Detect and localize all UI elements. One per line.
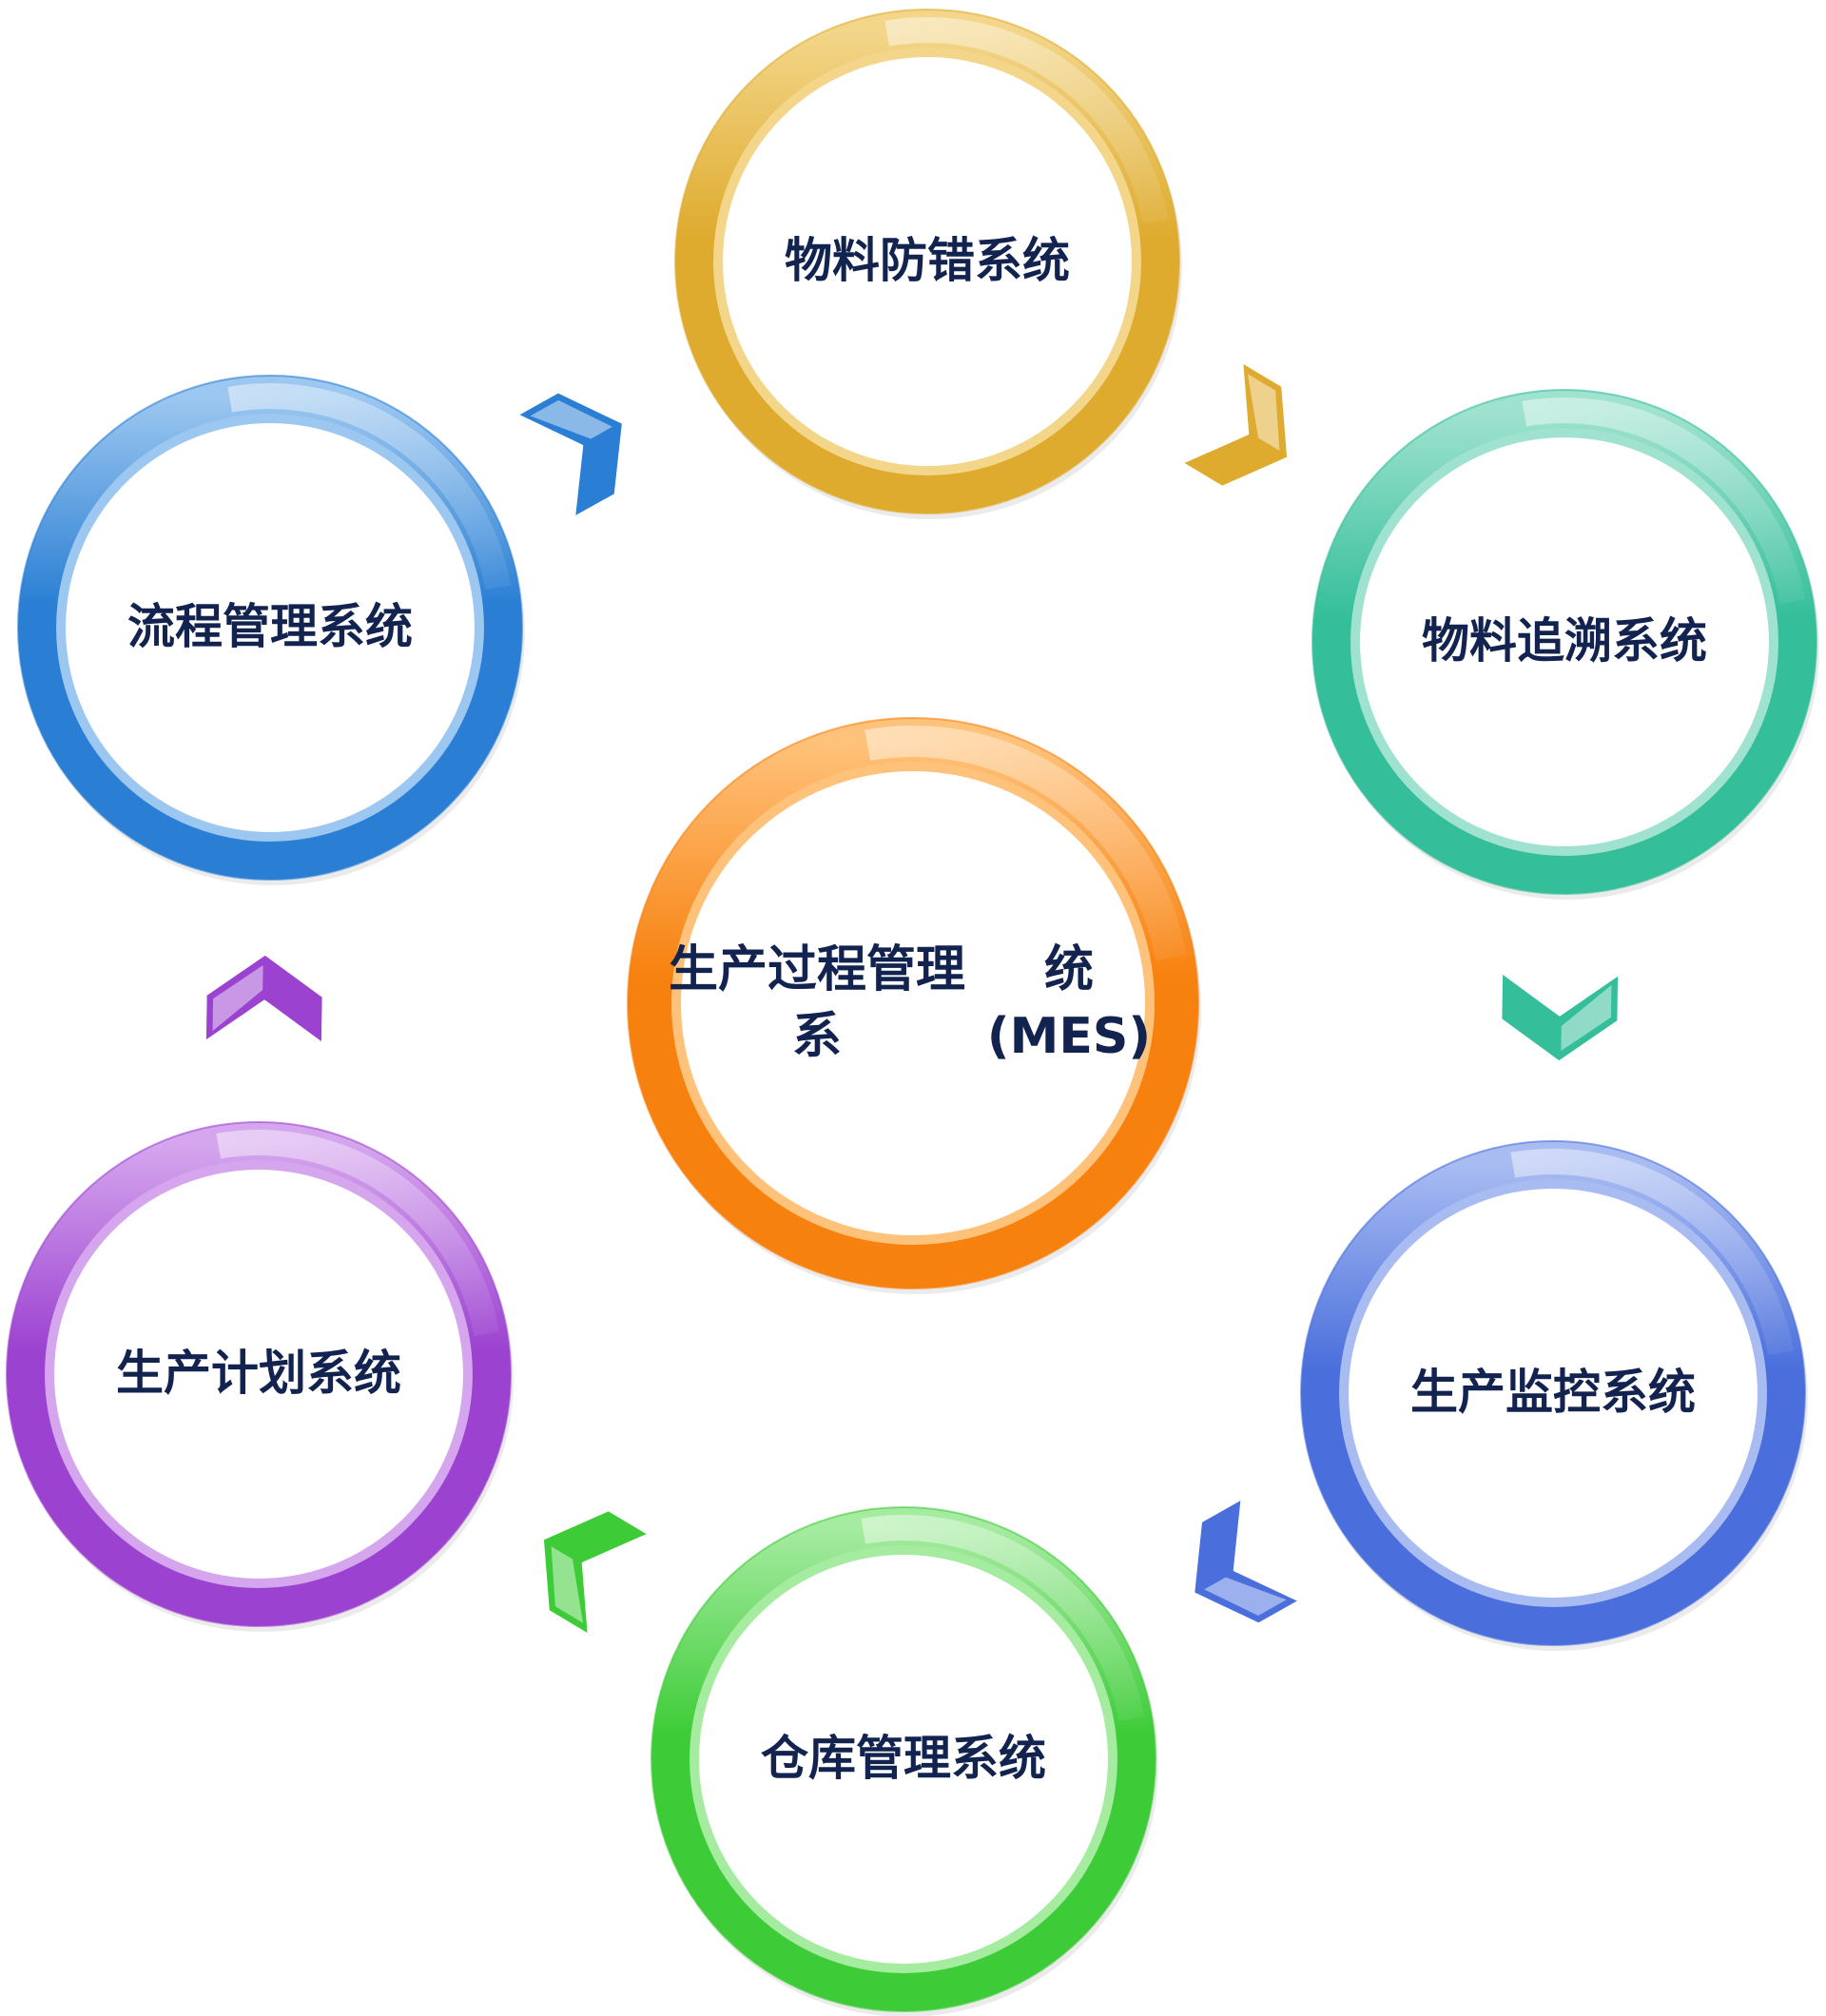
node-label-material-errorproof: 物料防错系统: [785, 233, 1070, 289]
material-trace-gloss: [1522, 397, 1806, 605]
center: [627, 717, 1201, 1294]
arrow-material-trace-to-production-monitor: [1499, 970, 1622, 1064]
material-errorproof: [674, 9, 1182, 519]
arrow-production-plan-to-process-mgmt: [203, 952, 325, 1046]
production-monitor-gloss: [1510, 1149, 1795, 1356]
warehouse-gloss: [861, 1515, 1145, 1722]
center-node-label: 生产过程管理系 统(MES): [661, 908, 1165, 1098]
material-errorproof-gloss: [884, 17, 1169, 224]
production-plan: [6, 1121, 514, 1632]
node-label-production-monitor: 生产监控系统: [1410, 1365, 1696, 1421]
process-mgmt-gloss: [227, 383, 512, 591]
arrow-material-errorproof-to-material-trace: [1179, 359, 1291, 489]
material-trace: [1311, 389, 1819, 900]
node-label-process-mgmt: 流程管理系统: [127, 599, 413, 655]
center-gloss: [864, 726, 1187, 961]
center-label-line-1: 生产过程管理系: [668, 940, 965, 1065]
arrow-process-mgmt-to-material-errorproof: [515, 390, 625, 520]
node-label-material-trace: 物料追溯系统: [1422, 613, 1707, 669]
node-label-warehouse: 仓库管理系统: [761, 1731, 1046, 1787]
warehouse: [651, 1506, 1158, 2016]
arrow-production-monitor-to-warehouse: [1192, 1496, 1302, 1626]
production-monitor: [1300, 1140, 1808, 1651]
node-label-production-plan: 生产计划系统: [116, 1346, 401, 1402]
arrow-warehouse-to-production-plan: [540, 1508, 651, 1638]
process-mgmt: [17, 375, 525, 885]
center-label-line-2: 统(MES): [986, 940, 1152, 1065]
production-plan-gloss: [216, 1130, 500, 1337]
